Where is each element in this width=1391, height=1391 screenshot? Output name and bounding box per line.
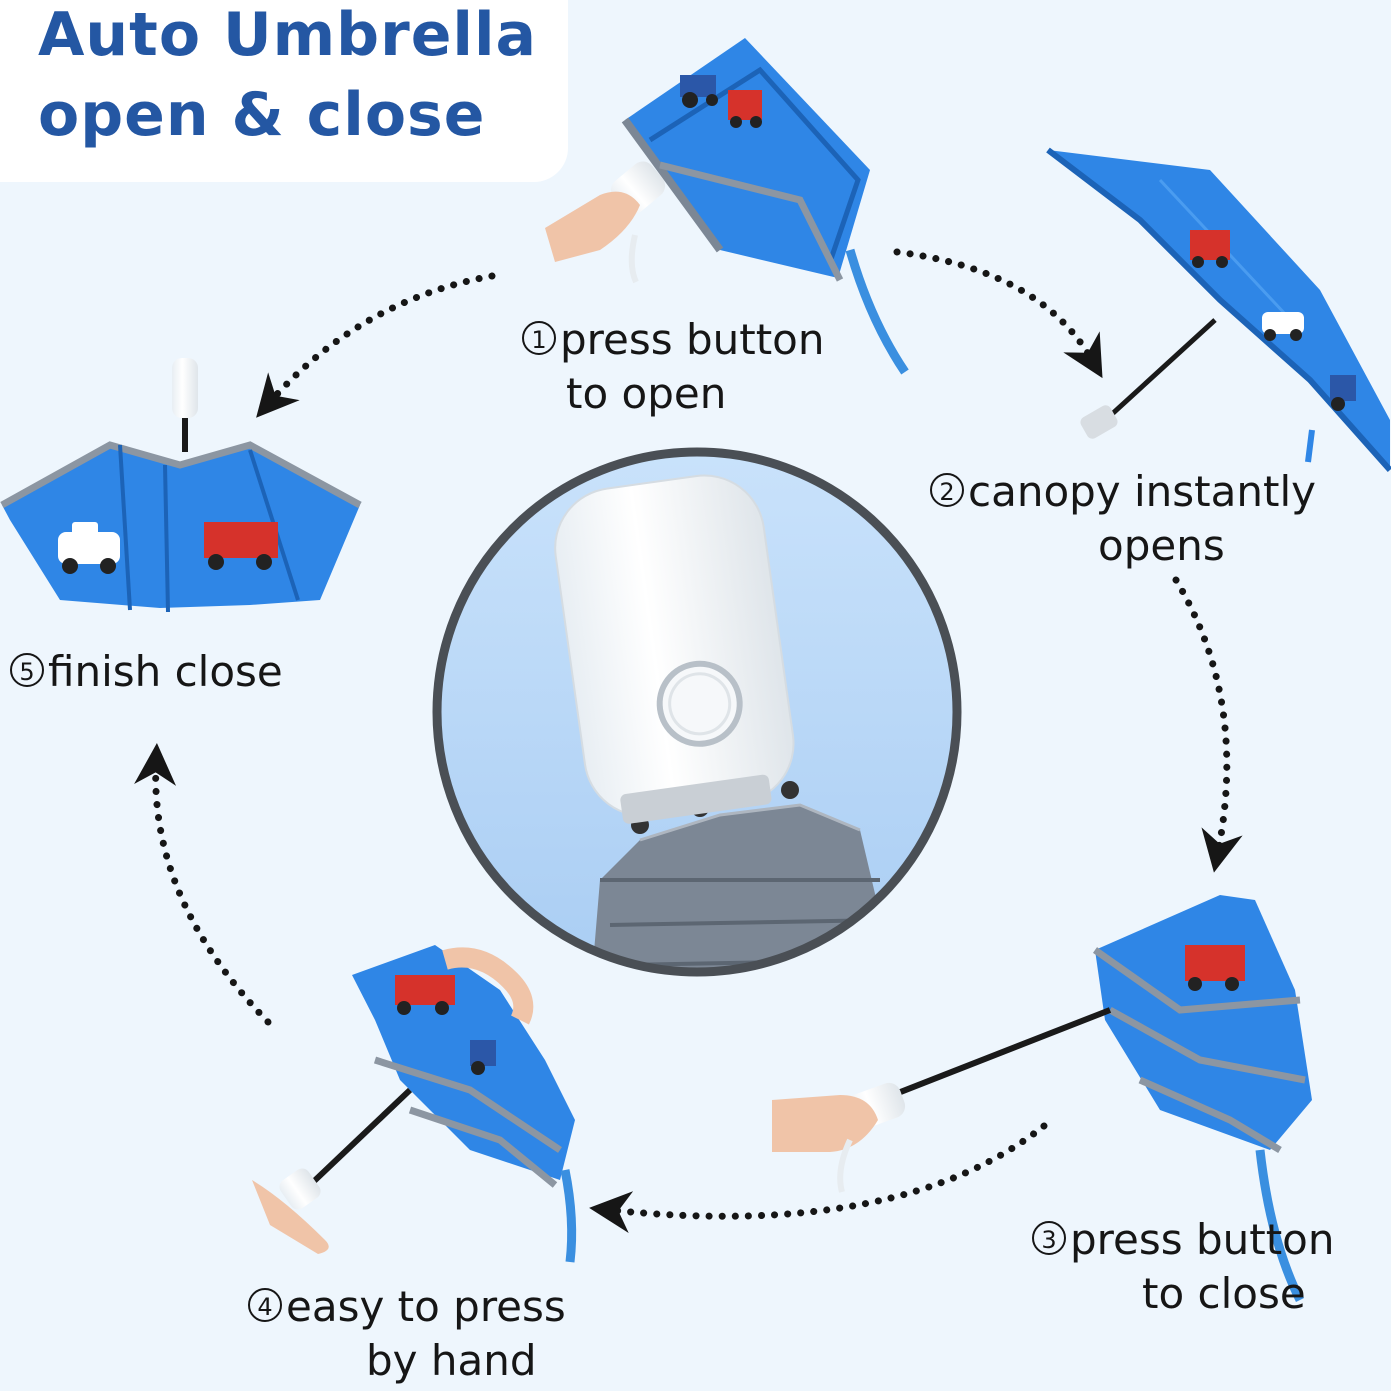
step2-umbrella — [1046, 147, 1391, 472]
fire-truck-icon — [1185, 945, 1245, 991]
police-car-icon — [58, 522, 120, 574]
step-2-line-2: opens — [1098, 521, 1225, 570]
handle-closeup — [437, 452, 957, 972]
arrow-icon — [589, 1122, 1048, 1234]
step-1-line-2: to open — [566, 369, 727, 418]
step3-umbrella — [772, 895, 1312, 1303]
arrow-icon — [1172, 576, 1243, 873]
arrow-icon — [893, 248, 1103, 379]
fire-truck-icon — [1190, 230, 1230, 268]
step-4-line-1: easy to press — [286, 1282, 566, 1331]
step5-umbrella — [0, 358, 362, 613]
tractor-icon — [680, 75, 718, 108]
step-5-line-1: finish close — [48, 647, 283, 696]
police-car-icon — [1262, 312, 1304, 341]
arrow-icon — [134, 743, 272, 1026]
tractor-icon — [470, 1040, 496, 1075]
step1-umbrella — [545, 38, 909, 375]
step-number-badge: 1 — [522, 321, 556, 355]
step-number-badge: 4 — [248, 1288, 282, 1322]
step-number-badge: 2 — [930, 473, 964, 507]
umbrella-handle-icon — [656, 660, 743, 747]
title-line-1: Auto Umbrella — [38, 0, 538, 70]
step4-umbrella — [252, 945, 577, 1263]
step-number-badge: 5 — [10, 653, 44, 687]
title-card: Auto Umbrella open & close — [0, 0, 568, 182]
fire-truck-icon — [204, 522, 278, 570]
step-2-line-1: canopy instantly — [968, 467, 1316, 516]
fire-truck-icon — [728, 90, 762, 128]
step-4-line-2: by hand — [366, 1336, 537, 1385]
step-3-line-2: to close — [1142, 1269, 1306, 1318]
tractor-icon — [1330, 375, 1356, 411]
title-line-2: open & close — [38, 80, 486, 150]
arrow-icon — [256, 272, 496, 418]
step-1-line-1: press button — [560, 315, 825, 364]
step-number-badge: 3 — [1032, 1221, 1066, 1255]
fire-truck-icon — [395, 975, 455, 1015]
step-3-line-1: press button — [1070, 1215, 1335, 1264]
